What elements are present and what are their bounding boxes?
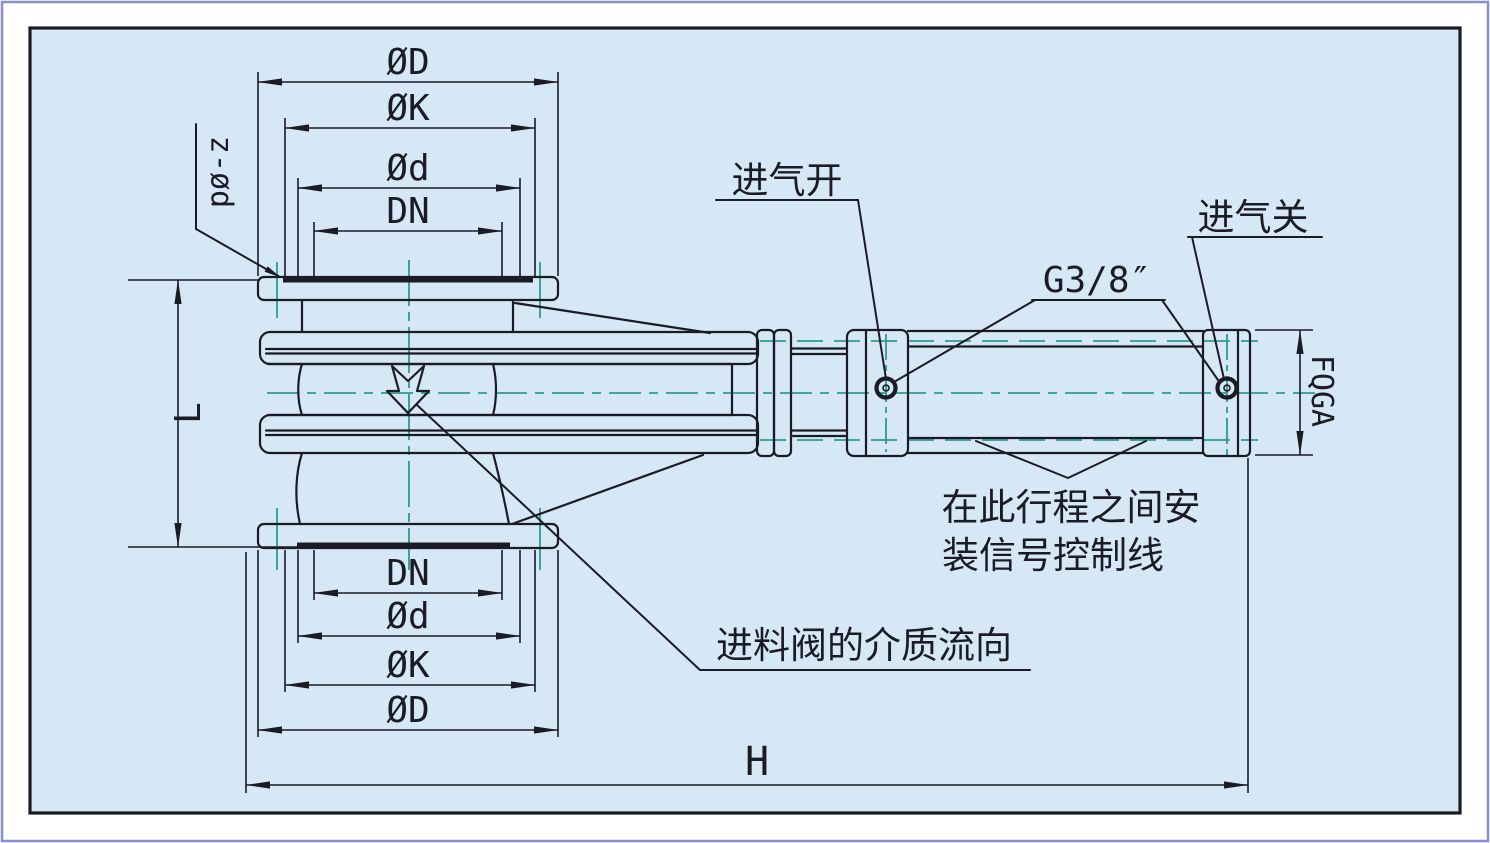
pneumatic-actuator: [755, 328, 1252, 458]
port-thread-leader-right: [1161, 299, 1219, 381]
dim-label-fqga: FQGA: [1304, 355, 1339, 427]
port-thread-label: G3/8″: [1043, 260, 1151, 301]
dimension-L: L: [128, 279, 297, 548]
note-air-inlet-open: 进气开: [715, 159, 887, 380]
drawing-border: [28, 26, 1462, 815]
bottom-neck-right-wall: [491, 451, 511, 526]
bonnet-taper-upper: [513, 301, 712, 335]
air-inlet-close-label: 进气关: [1198, 196, 1309, 239]
pipe-mid-left-wall: [297, 362, 304, 417]
dim-label-odd-bottom: Ød: [386, 596, 429, 637]
air-inlet-close-leader: [1191, 236, 1225, 380]
dim-label-L: L: [168, 402, 209, 424]
dimensions-top: ØD ØK Ød DN: [257, 42, 559, 276]
valve-body: [256, 275, 760, 550]
bolt-holes-label: pø-z: [201, 136, 236, 208]
cylinder-end-cap: [1201, 328, 1252, 458]
note-bolt-holes: pø-z: [195, 123, 281, 278]
dim-label-od-top: ØD: [386, 42, 429, 83]
note-port-thread: G3/8″: [893, 260, 1219, 383]
note-flow-direction: 进料阀的介质流向: [385, 364, 1031, 671]
dim-label-ok-top: ØK: [386, 88, 430, 129]
dimensions-bottom: DN Ød ØK ØD: [257, 550, 559, 737]
port-thread-leader-left: [893, 299, 1036, 383]
top-flange: [256, 275, 560, 302]
dimension-FQGA: FQGA: [1255, 329, 1339, 456]
air-inlet-open-leader: [857, 199, 887, 380]
note-air-inlet-close: 进气关: [1187, 196, 1323, 380]
bottom-neck-left-wall: [295, 451, 304, 526]
air-port-close-hole: [1223, 384, 1231, 392]
dim-label-H: H: [745, 739, 769, 785]
flow-direction-arrow: [385, 364, 431, 415]
bonnet-taper-lower: [510, 453, 705, 526]
bolt-holes-leader: [195, 228, 281, 278]
signal-line-leader: [975, 440, 1147, 479]
pipe-mid-right-wall: [491, 362, 498, 417]
signal-line-label-2: 装信号控制线: [942, 534, 1164, 577]
air-port-close: [1215, 376, 1239, 400]
dim-label-dn-bottom: DN: [386, 553, 429, 594]
air-inlet-open-label: 进气开: [732, 159, 843, 202]
gland-flange-inner-ring: [772, 328, 793, 458]
dim-label-dn-top: DN: [386, 191, 429, 232]
air-port-close-ring: [1215, 376, 1239, 400]
dim-label-odd-top: Ød: [386, 148, 429, 189]
flow-direction-label: 进料阀的介质流向: [716, 624, 1012, 667]
signal-line-label-1: 在此行程之间安: [942, 486, 1201, 529]
dimension-H: H: [245, 458, 1249, 793]
dim-label-od-bottom: ØD: [386, 690, 429, 731]
air-port-open-hole: [882, 384, 890, 392]
flow-direction-leader: [416, 404, 701, 671]
note-signal-line: 在此行程之间安 装信号控制线: [942, 440, 1201, 577]
dim-label-ok-bottom: ØK: [386, 645, 430, 686]
